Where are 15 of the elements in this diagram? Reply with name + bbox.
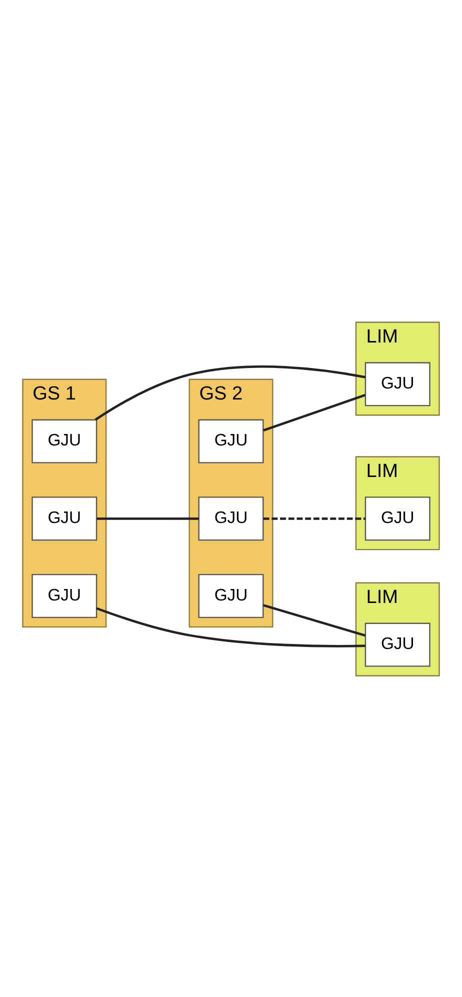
node-box: GJU (364, 496, 430, 540)
connector (263, 516, 366, 520)
connector (94, 364, 366, 420)
node-box: GJU (198, 573, 264, 618)
connector (263, 604, 366, 636)
node-box: GJU (198, 418, 264, 463)
connector (263, 393, 366, 432)
node-box: GJU (198, 496, 264, 540)
connector (96, 516, 199, 520)
node-box: GJU (32, 418, 98, 463)
node-box: GJU (32, 496, 98, 540)
node-box: GJU (364, 622, 430, 666)
node-box: GJU (364, 362, 430, 406)
connector (96, 606, 366, 647)
node-box: GJU (32, 573, 98, 618)
